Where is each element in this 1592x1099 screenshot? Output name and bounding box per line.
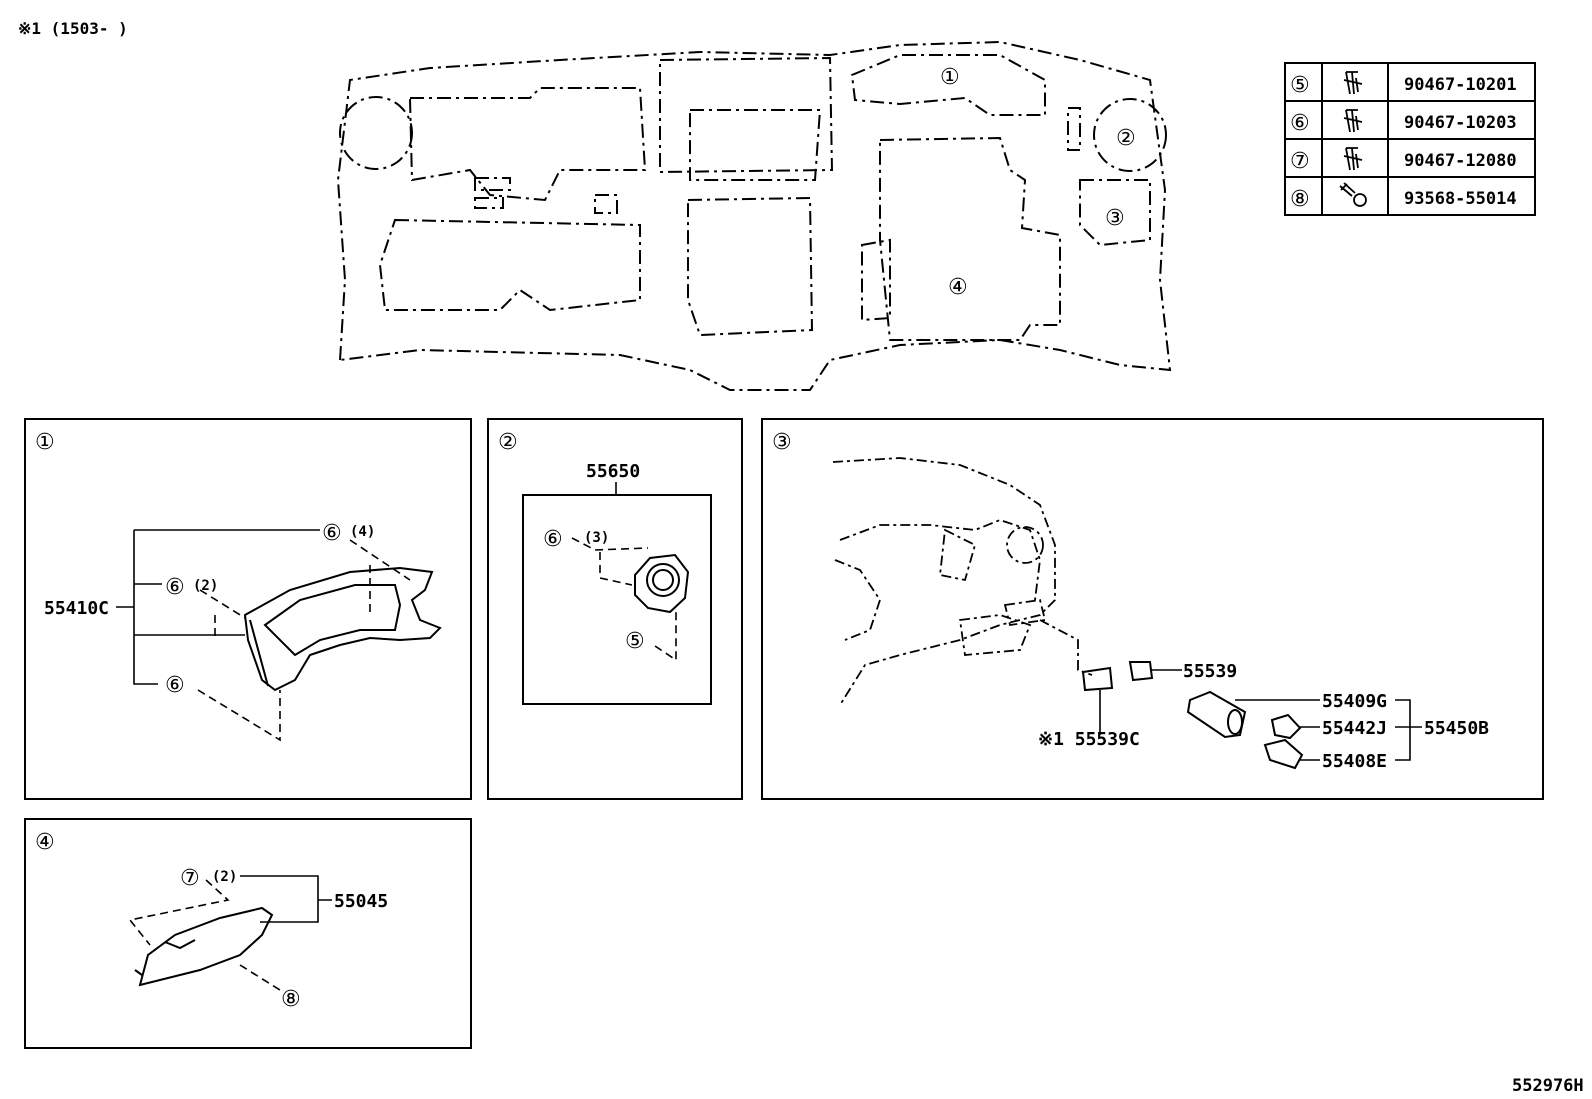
glovebox-outline [378,218,641,312]
legend-row: ⑦ 90467-12080 [1290,147,1517,174]
outline-detail [594,194,618,214]
legend-ref: ⑤ [1290,73,1310,98]
legend-row: ⑤ 90467-10201 [1290,71,1517,98]
screw-icon [1339,182,1367,207]
dashed-leaders [197,539,411,742]
part-number: 55410C [44,598,109,619]
clip-icon [1343,71,1363,95]
legend-part: 93568-55014 [1404,189,1517,209]
callout-1: ① [940,65,960,90]
center-upper-outline [659,56,834,174]
overview-callouts: ① ② ③ ④ [940,65,1136,300]
switch-panel-outline [1079,179,1151,247]
legend-part: 90467-10203 [1404,113,1517,133]
legend-part: 90467-10201 [1404,75,1517,95]
ref-clip: ⑥ [543,527,563,552]
part-number: 55650 [586,461,640,482]
legend-ref: ⑧ [1290,187,1310,212]
ref-qty: (2) [212,869,237,885]
dashboard-partial [832,457,1093,706]
center-vent-outline [689,109,822,181]
legend-part: 90467-12080 [1404,151,1517,171]
detail-panel-1: ① 55410C ⑥ (4) ⑥ (2) ⑥ [24,418,472,800]
sub-assembly-frame [522,494,712,705]
legend-ref: ⑥ [1290,111,1310,136]
dashboard-overview [336,40,1172,391]
fastener-legend: ⑤ 90467-10201 ⑥ 90467-10203 ⑦ 90467-1208… [1284,62,1536,216]
detail-panel-2: ② 55650 ⑥ (3) ⑤ [487,418,743,800]
part-number: 55045 [334,891,388,912]
leader-lines [1099,669,1422,761]
left-upper-panel-outline [408,87,647,202]
legend-ref: ⑦ [1290,149,1310,174]
panel-index: ④ [35,830,55,855]
part-number: 55442J [1322,718,1387,739]
ref-clip: ⑧ [281,987,301,1012]
ref-clip: ⑤ [625,629,645,654]
ref-clip: ⑥ [165,575,185,600]
dashed-leaders [128,879,281,991]
center-console-outline [687,196,814,337]
cluster-finish-panel [243,566,442,692]
ref-qty: (4) [350,524,375,540]
ref-clip: ⑥ [165,673,185,698]
detail-panel-3: ③ 55539 ※1 55539C 55409G 55442J 55408E [761,418,1544,800]
panel-index: ① [35,430,55,455]
legend-row: ⑥ 90467-10203 [1290,109,1517,136]
header-note: ※1 (1503- ) [18,19,128,38]
legend-row: ⑧ 93568-55014 [1290,182,1517,212]
part-number: 55408E [1322,751,1387,772]
panel-index: ③ [772,430,792,455]
outline-detail [474,177,511,191]
detail-panel-4: ④ ⑦ (2) ⑧ 55045 [24,818,472,1049]
callout-4: ④ [948,275,968,300]
callout-2: ② [1116,126,1136,151]
part-number: 55409G [1322,691,1387,712]
panel-index: ② [498,430,518,455]
center-side-outline [861,238,891,322]
clip-icon [1343,109,1363,133]
callout-bracket [116,529,320,685]
ref-clip: ⑦ [180,866,200,891]
clip-icon [1343,147,1363,171]
part-number: 55450B [1424,718,1489,739]
outline-detail [474,197,504,209]
mirror-switch [634,553,690,614]
meter-hood-outline [850,54,1046,116]
part-number: ※1 55539C [1038,729,1140,750]
panel-frame [761,418,1544,800]
dashed-leaders [571,537,677,662]
callout-bracket [240,875,332,923]
outline-detail [1067,107,1081,151]
lower-cover-panel [134,906,274,987]
dash-outline [336,40,1172,391]
panel-frame [487,418,743,800]
port-covers [1081,661,1304,770]
lower-panel-outline [879,136,1061,341]
part-number: 55539 [1183,661,1237,682]
ref-clip: ⑥ [322,521,342,546]
ref-qty: (3) [584,530,609,546]
right-vent-outline [1093,98,1167,172]
left-vent-outline [339,96,413,170]
ref-qty: (2) [193,578,218,594]
callout-3: ③ [1105,206,1125,231]
panel-frame [24,418,472,800]
panel-frame [24,818,472,1049]
drawing-id: 552976H [1512,1076,1584,1096]
